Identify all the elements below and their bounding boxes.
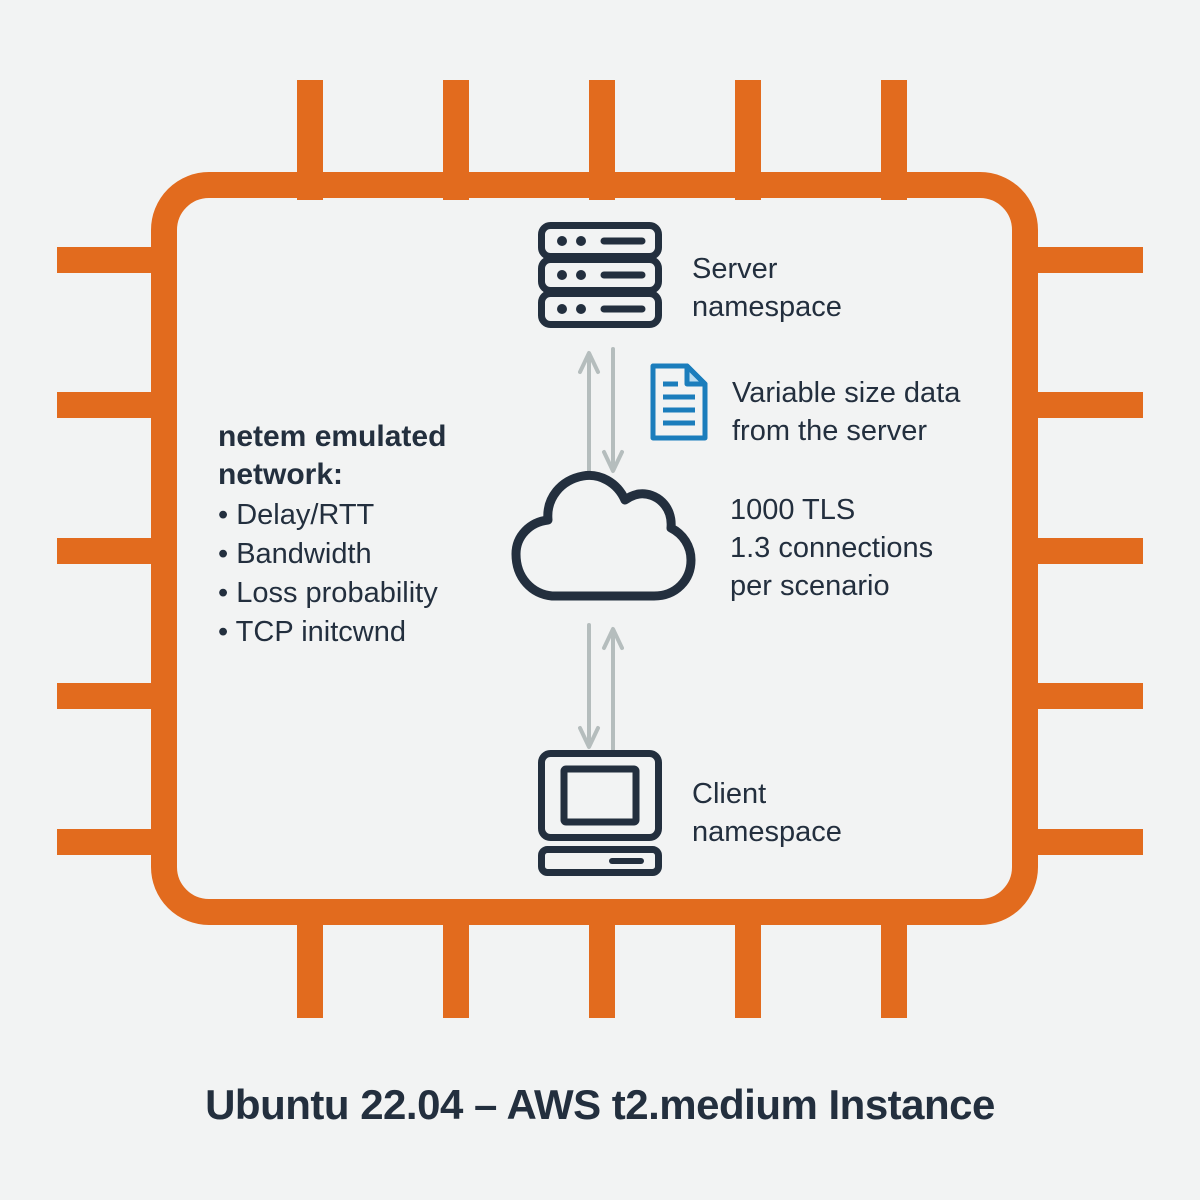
chip-pin <box>297 80 323 200</box>
variable-size-data-label: Variable size data from the server <box>732 377 961 447</box>
chip-pin <box>881 900 907 1018</box>
chip-pin <box>57 683 177 709</box>
netem-network-block: netem emulated network: • Delay/RTT • Ba… <box>218 418 446 652</box>
arrow-up-icon <box>578 351 600 477</box>
caption-title: Ubuntu 22.04 – AWS t2.medium Instance <box>205 1081 995 1128</box>
chip-pin <box>1012 829 1143 855</box>
server-namespace-label: Server namespace <box>692 253 842 323</box>
chip-pin <box>589 80 615 200</box>
chip-pin <box>443 80 469 200</box>
chip-pin <box>1012 683 1143 709</box>
arrow-up-icon <box>602 627 624 753</box>
server-rack-icon <box>538 222 662 328</box>
arrow-down-icon <box>578 623 600 749</box>
netem-heading: netem emulated network: <box>218 420 447 491</box>
chip-pin <box>57 392 177 418</box>
chip-pin <box>1012 392 1143 418</box>
chip-pin <box>589 900 615 1018</box>
server-cloud-arrows <box>578 347 624 477</box>
netem-bullet-initcwnd: • TCP initcwnd <box>218 616 406 648</box>
tls-connections-label: 1000 TLS 1.3 connections per scenario <box>730 494 934 602</box>
chip-pin <box>443 900 469 1018</box>
chip-pin <box>1012 538 1143 564</box>
chip-pin <box>881 80 907 200</box>
cloud-icon <box>511 470 696 601</box>
cloud-client-arrows <box>578 623 624 753</box>
document-icon <box>650 363 708 441</box>
client-namespace-label: Client namespace <box>692 778 842 848</box>
chip-pin <box>735 80 761 200</box>
chip-pin <box>57 247 177 273</box>
chip-pin <box>1012 247 1143 273</box>
arrow-down-icon <box>602 347 624 473</box>
chip-pin <box>735 900 761 1018</box>
chip-pin <box>297 900 323 1018</box>
computer-icon <box>538 750 662 876</box>
chip-pin <box>57 829 177 855</box>
netem-bullet-list: • Delay/RTT • Bandwidth • Loss probabili… <box>218 496 446 652</box>
netem-bullet-bandwidth: • Bandwidth <box>218 538 372 570</box>
chip-pin <box>57 538 177 564</box>
netem-bullet-delay: • Delay/RTT <box>218 499 375 531</box>
netem-bullet-loss: • Loss probability <box>218 577 438 609</box>
